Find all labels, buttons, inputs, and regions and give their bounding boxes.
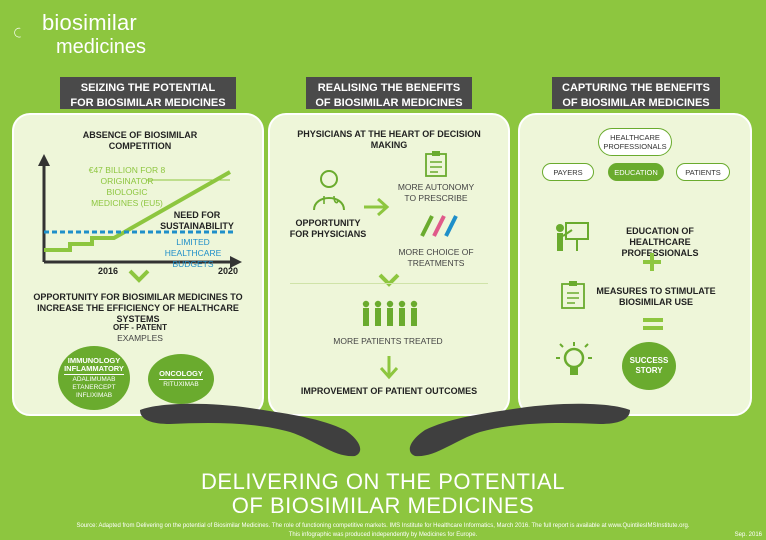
teacher-board-icon — [556, 222, 589, 251]
lightbulb-icon — [556, 342, 592, 375]
immunology-title-line1: IMMUNOLOGY — [67, 355, 121, 365]
column2-tab-line2: OF BIOSIMILAR MEDICINES — [315, 97, 463, 109]
oncology-circle: ONCOLOGY RITUXIMAB — [148, 354, 214, 404]
need-line1: NEED FOR — [173, 210, 221, 220]
checklist-clipboard-icon — [561, 281, 585, 309]
hcp-line2: PROFESSIONALS — [603, 142, 667, 151]
autonomy-label: MORE AUTONOMY TO PRESCRIBE — [394, 182, 478, 204]
need-sustainability-label: NEED FOR SUSTAINABILITY — [160, 210, 234, 232]
opportunity-physicians-line2: FOR PHYSICIANS — [289, 229, 367, 239]
payers-pill: PAYERS — [542, 163, 594, 181]
column3-tab: CAPTURING THE BENEFITS OF BIOSIMILAR MED… — [552, 77, 720, 109]
opportunity-efficiency-line1: OPPORTUNITY FOR BIOSIMILAR MEDICINES TO — [33, 292, 243, 302]
plus-icon — [643, 253, 661, 271]
opportunity-efficiency-line2: INCREASE THE EFFICIENCY OF HEALTHCARE SY… — [37, 303, 239, 324]
chevron-down-icon — [128, 269, 150, 283]
measures-line1: MEASURES TO STIMULATE — [596, 286, 716, 296]
column1-panel — [12, 113, 264, 416]
autonomy-line2: TO PRESCRIBE — [404, 193, 468, 203]
hcp-line1: HEALTHCARE — [610, 133, 660, 142]
physicians-heading: PHYSICIANS AT THE HEART OF DECISION MAKI… — [297, 129, 481, 150]
immunology-title-line2: INFLAMMATORY — [64, 363, 124, 375]
arrow-down-icon — [379, 356, 399, 380]
measures-label: MEASURES TO STIMULATE BIOSIMILAR USE — [596, 286, 716, 308]
column1-tab-line1: SEIZING THE POTENTIAL — [80, 82, 216, 94]
opportunity-physicians-line1: OPPORTUNITY — [295, 218, 361, 228]
column1-tab-line2: FOR BIOSIMILAR MEDICINES — [70, 97, 226, 109]
immunology-item: ADALIMUMAB — [72, 375, 116, 383]
immunology-circle: IMMUNOLOGY INFLAMMATORY ADALIMUMAB ETANE… — [58, 346, 130, 410]
chart-y-axis-arrow — [38, 154, 50, 166]
success-line1: SUCCESS — [629, 356, 669, 365]
divider-line — [290, 283, 488, 284]
education-pill: EDUCATION — [608, 163, 664, 181]
brand-name-line2: medicines — [56, 36, 147, 58]
column3-tab-line1: CAPTURING THE BENEFITS — [562, 82, 710, 94]
syringes-icon — [420, 215, 458, 237]
chevron-down-icon — [378, 273, 400, 287]
trend-chart — [38, 154, 242, 268]
education-hcp-label: EDUCATION OF HEALTHCARE PROFESSIONALS — [596, 226, 724, 259]
oncology-item: RITUXIMAB — [163, 381, 199, 388]
chart-annotation-line1: €47 BILLION FOR 8 — [88, 165, 166, 175]
hands-illustration — [140, 403, 630, 457]
chart-annotation-line3: MEDICINES (EU5) — [91, 198, 163, 208]
limited-line2: BUDGETS — [172, 259, 214, 269]
education-hcp-line2: PROFESSIONALS — [621, 248, 699, 258]
immunology-item: INFLIXIMAB — [75, 391, 113, 399]
year-end-label: 2020 — [217, 266, 239, 276]
opportunity-efficiency-text: OPPORTUNITY FOR BIOSIMILAR MEDICINES TO … — [24, 292, 252, 325]
brand-logo-icon — [14, 27, 21, 38]
chart-annotation-line2: ORIGINATOR BIOLOGIC — [100, 176, 154, 197]
choice-line2: TREATMENTS — [407, 258, 465, 268]
footer-title: DELIVERING ON THE POTENTIAL OF BIOSIMILA… — [120, 470, 646, 518]
chart-annotation: €47 BILLION FOR 8 ORIGINATOR BIOLOGIC ME… — [82, 165, 172, 209]
people-group-icon — [362, 300, 418, 326]
chart-title: ABSENCE OF BIOSIMILAR COMPETITION — [40, 130, 240, 152]
chart-title-line1: ABSENCE OF BIOSIMILAR — [82, 130, 198, 140]
brand-name-line1: biosimilar — [42, 10, 137, 35]
immunology-item: ETANERCEPT — [72, 383, 116, 391]
limited-budgets-label: LIMITED HEALTHCARE BUDGETS — [148, 237, 238, 270]
doctor-icon — [313, 170, 345, 211]
chart-x-axis-arrow — [230, 256, 242, 268]
column2-tab: REALISING THE BENEFITS OF BIOSIMILAR MED… — [306, 77, 472, 109]
education-hcp-line1: EDUCATION OF HEALTHCARE — [626, 226, 694, 247]
success-story-circle: SUCCESS STORY — [622, 342, 676, 390]
footer-title-line1: DELIVERING ON THE POTENTIAL — [201, 469, 565, 494]
need-line2: SUSTAINABILITY — [160, 221, 234, 231]
equals-icon — [643, 318, 663, 330]
oncology-title: ONCOLOGY — [159, 369, 203, 380]
source-note: Source: Adapted from Delivering on the p… — [76, 523, 690, 529]
opportunity-physicians-label: OPPORTUNITY FOR PHYSICIANS — [286, 218, 370, 240]
outcomes-label: IMPROVEMENT OF PATIENT OUTCOMES — [300, 386, 478, 396]
limited-line1: LIMITED HEALTHCARE — [164, 237, 222, 258]
off-patent-label: OFF - PATENT — [113, 323, 167, 332]
examples-label: EXAMPLES — [117, 333, 163, 343]
year-start-label: 2016 — [97, 266, 119, 276]
choice-label: MORE CHOICE OF TREATMENTS — [396, 247, 476, 269]
produced-note: This infographic was produced independen… — [288, 532, 478, 538]
prescription-clipboard-icon — [425, 151, 447, 177]
choice-line1: MORE CHOICE OF — [398, 247, 474, 257]
arrow-right-icon — [364, 197, 390, 217]
column1-tab: SEIZING THE POTENTIAL FOR BIOSIMILAR MED… — [60, 77, 236, 109]
right-hand — [409, 403, 630, 457]
footer-title-line2: OF BIOSIMILAR MEDICINES — [231, 493, 535, 518]
chart-title-line2: COMPETITION — [108, 141, 172, 151]
chart-growth-line — [44, 170, 231, 252]
autonomy-line1: MORE AUTONOMY — [397, 182, 475, 192]
patients-pill: PATIENTS — [676, 163, 730, 181]
measures-line2: BIOSIMILAR USE — [618, 297, 693, 307]
column2-tab-line1: REALISING THE BENEFITS — [317, 82, 461, 94]
success-line2: STORY — [635, 366, 663, 375]
hcp-pill: HEALTHCARE PROFESSIONALS — [598, 128, 672, 156]
date-note: Sep. 2016 — [734, 532, 762, 538]
left-hand — [140, 403, 361, 457]
patients-treated-label: MORE PATIENTS TREATED — [333, 336, 443, 346]
column3-tab-line2: OF BIOSIMILAR MEDICINES — [562, 97, 710, 109]
